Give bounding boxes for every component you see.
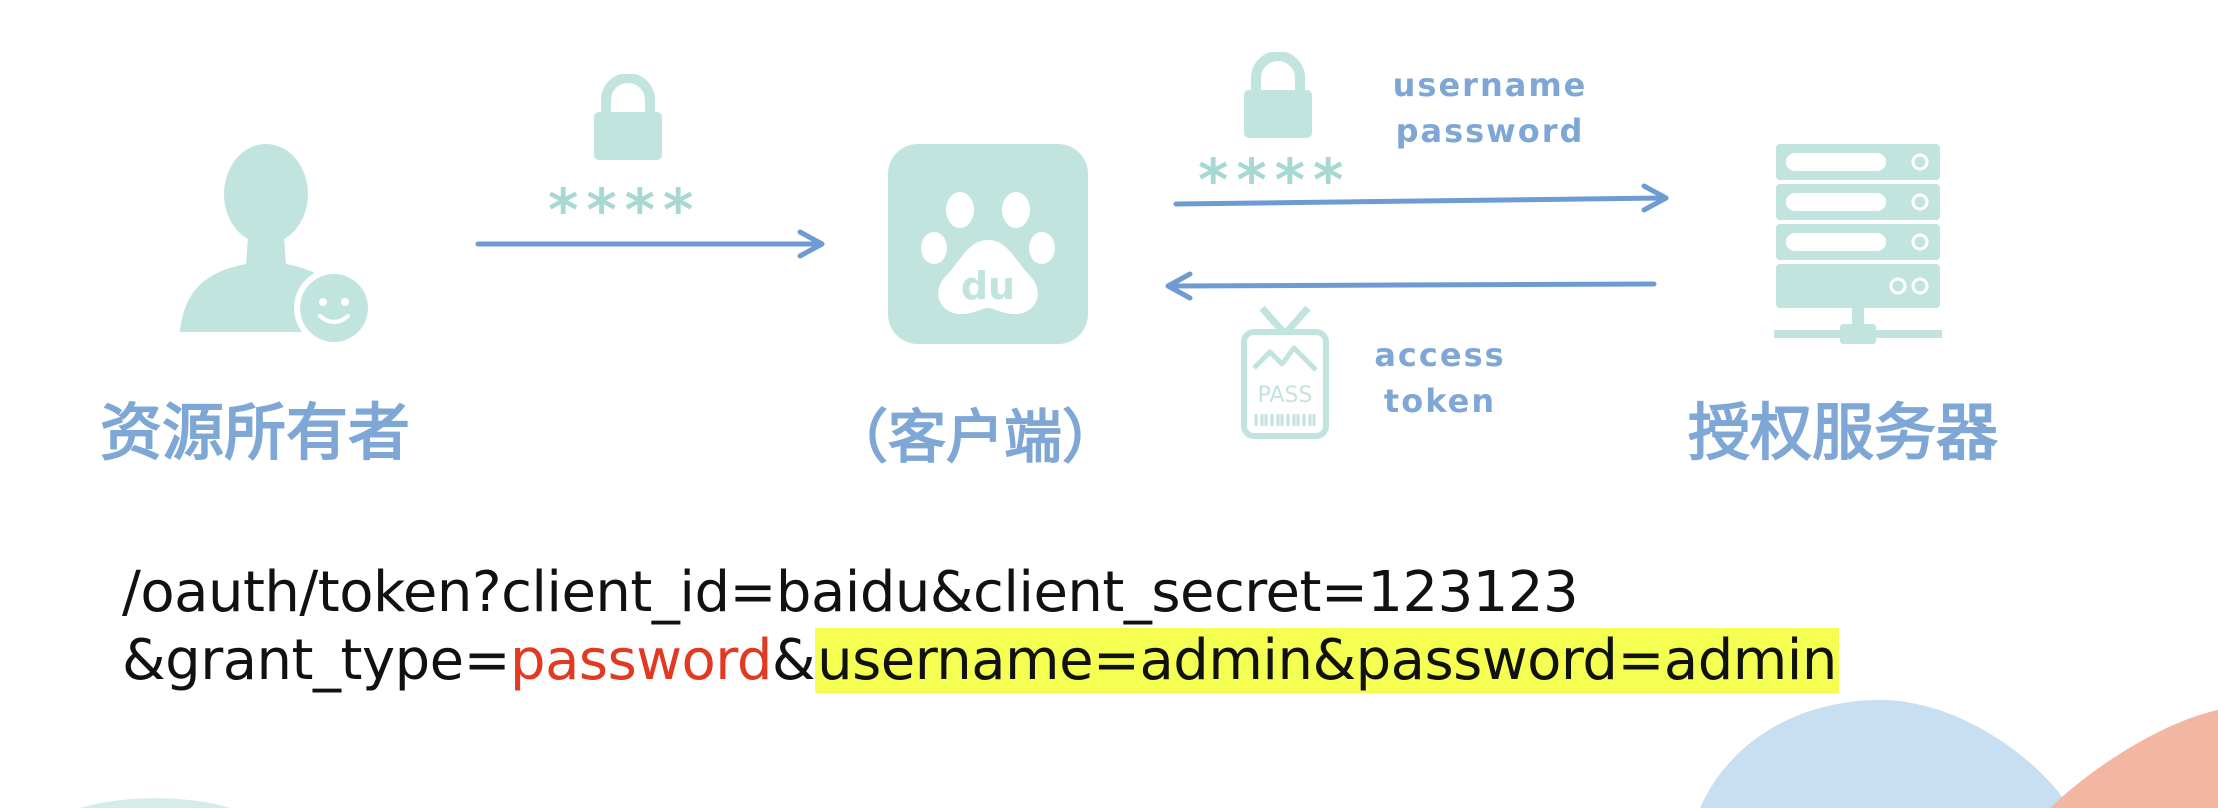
pass-icon: PASS xyxy=(1241,306,1329,439)
client-label: （客户端） xyxy=(830,403,1121,471)
password-text: password xyxy=(1395,112,1585,150)
server-icon xyxy=(1774,144,1942,344)
baidu-paw-icon: du xyxy=(888,144,1088,344)
smiley-icon xyxy=(294,268,374,348)
username-password-label: username password xyxy=(1380,62,1600,154)
ampersand: & xyxy=(771,628,816,693)
arrow-server-to-client xyxy=(1165,271,1657,301)
lock-icon xyxy=(1244,52,1312,138)
lock-icon xyxy=(594,74,662,160)
request-url-line-2: &grant_type=password&username=admin&pass… xyxy=(122,628,1839,693)
baidu-logo-text: du xyxy=(961,264,1015,308)
access-token-label: access token xyxy=(1340,332,1540,424)
pass-icon-text: PASS xyxy=(1258,383,1313,408)
username-text: username xyxy=(1392,66,1588,104)
arrow-client-to-server xyxy=(1173,183,1669,213)
resource-owner-label: 资源所有者 xyxy=(100,396,411,469)
credentials-highlight: username=admin&password=admin xyxy=(815,628,1839,693)
grant-type-value: password xyxy=(510,628,772,693)
arrow-owner-to-client xyxy=(475,229,825,259)
token-text: token xyxy=(1383,382,1497,420)
owner-password-stars: **** xyxy=(548,176,702,244)
grant-type-prefix: &grant_type= xyxy=(122,628,511,693)
auth-server-label: 授权服务器 xyxy=(1688,396,1999,469)
access-text: access xyxy=(1374,336,1506,374)
request-url-line-1: /oauth/token?client_id=baidu&client_secr… xyxy=(122,560,1579,625)
